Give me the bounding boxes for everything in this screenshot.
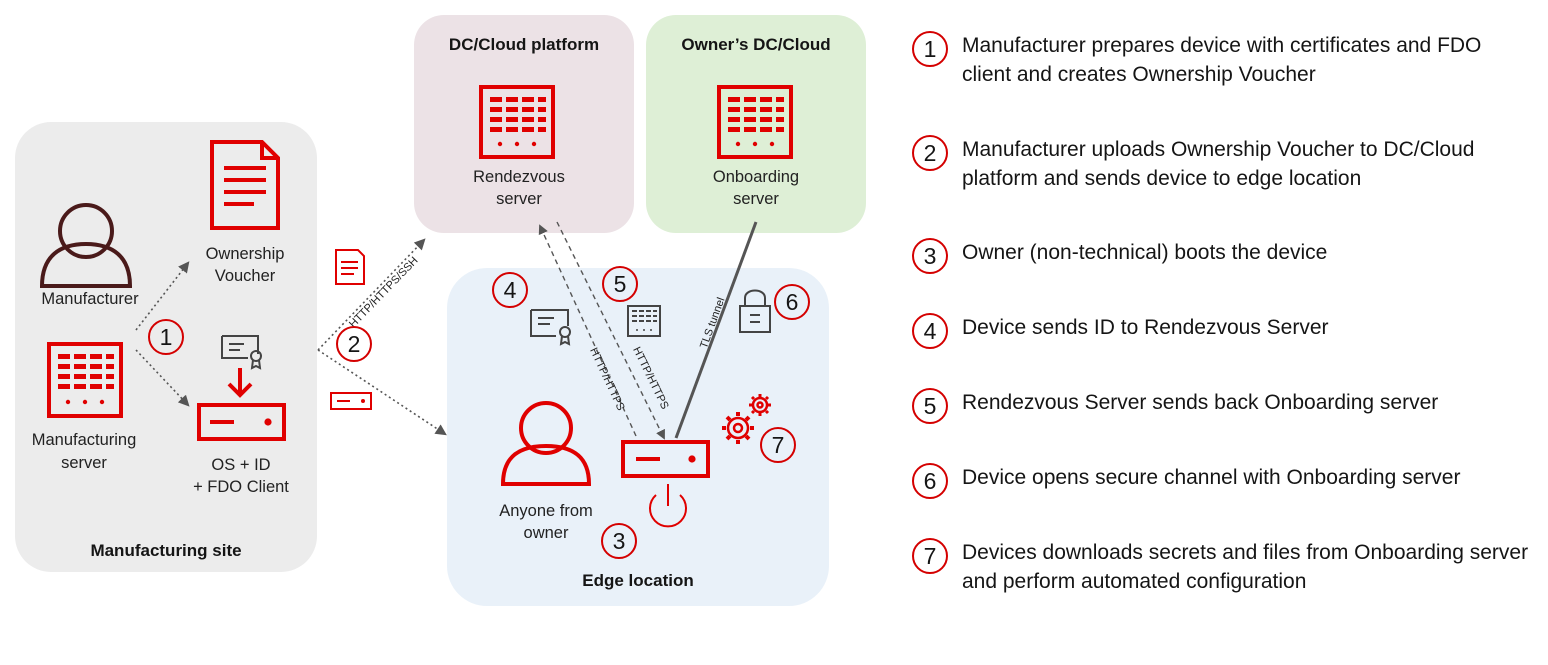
os-id-label-2: + FDO Client — [193, 478, 289, 496]
step-number-3: 3 — [912, 238, 948, 274]
os-id-label-1: OS + ID — [211, 456, 271, 474]
step-number-1: 1 — [912, 31, 948, 67]
rendezvous-server-label-1: Rendezvous — [473, 168, 565, 186]
step-number-4: 4 — [912, 313, 948, 349]
dc-cloud-title: DC/Cloud platform — [448, 35, 600, 54]
step-marker-7: 7 — [760, 427, 796, 463]
ownership-voucher-label-2: Voucher — [214, 267, 276, 285]
step-item-2: 2 Manufacturer uploads Ownership Voucher… — [912, 135, 1542, 193]
gears-icon — [722, 394, 771, 444]
step-item-3: 3 Owner (non-technical) boots the device — [912, 238, 1548, 274]
down-arrow-icon — [227, 368, 253, 398]
owners-dc-panel — [646, 15, 866, 233]
step-item-1: 1 Manufacturer prepares device with cert… — [912, 31, 1522, 89]
step-item-6: 6 Device opens secure channel with Onboa… — [912, 463, 1548, 499]
owners-dc-title: Owner’s DC/Cloud — [681, 35, 831, 54]
onboarding-server-icon — [717, 85, 793, 159]
edge-small-server-icon — [627, 305, 661, 337]
step-text-5: Rendezvous Server sends back Onboarding … — [962, 391, 1439, 414]
step-text-6: Device opens secure channel with Onboard… — [962, 466, 1461, 489]
step-marker-1: 1 — [148, 319, 184, 355]
lock-icon — [739, 289, 771, 333]
step-text-2: Manufacturer uploads Ownership Voucher t… — [962, 138, 1475, 190]
edge-location-title: Edge location — [582, 571, 694, 590]
step-number-6: 6 — [912, 463, 948, 499]
step-marker-2: 2 — [336, 326, 372, 362]
small-voucher-icon — [335, 249, 365, 285]
rendezvous-server-icon — [479, 85, 555, 159]
edge-device-icon — [621, 440, 710, 478]
small-device-icon — [330, 392, 372, 410]
manufacturing-server-icon — [47, 342, 123, 418]
step-marker-6: 6 — [774, 284, 810, 320]
power-icon — [649, 484, 687, 528]
manufacturer-person-icon — [39, 203, 133, 288]
step-text-1: Manufacturer prepares device with certif… — [962, 34, 1482, 86]
owner-person-icon — [500, 401, 592, 486]
dc-cloud-panel — [414, 15, 634, 233]
step-number-2: 2 — [912, 135, 948, 171]
step-text-4: Device sends ID to Rendezvous Server — [962, 316, 1329, 339]
manufacturing-server-label-2: server — [61, 454, 107, 472]
ownership-voucher-document-icon — [210, 140, 280, 230]
edge-certificate-icon — [530, 309, 571, 346]
step-text-7: Devices downloads secrets and files from… — [962, 541, 1529, 593]
step-item-7: 7 Devices downloads secrets and files fr… — [912, 538, 1542, 596]
step-marker-3: 3 — [601, 523, 637, 559]
onboarding-server-label-1: Onboarding — [712, 168, 800, 186]
step-marker-5: 5 — [602, 266, 638, 302]
os-device-icon — [197, 403, 286, 441]
step-number-7: 7 — [912, 538, 948, 574]
rendezvous-server-label-2: server — [496, 190, 542, 208]
anyone-from-owner-label-1: Anyone from — [499, 502, 593, 520]
manufacturing-server-label-1: Manufacturing — [31, 431, 137, 449]
step-number-5: 5 — [912, 388, 948, 424]
step-text-3: Owner (non-technical) boots the device — [962, 241, 1328, 264]
step-item-4: 4 Device sends ID to Rendezvous Server — [912, 313, 1548, 349]
ownership-voucher-label-1: Ownership — [205, 245, 285, 263]
step-item-5: 5 Rendezvous Server sends back Onboardin… — [912, 388, 1548, 424]
anyone-from-owner-label-2: owner — [523, 524, 569, 542]
step-marker-4: 4 — [492, 272, 528, 308]
manufacturer-label: Manufacturer — [41, 290, 139, 308]
certificate-icon — [221, 335, 262, 370]
onboarding-server-label-2: server — [733, 190, 779, 208]
manufacturing-site-title: Manufacturing site — [90, 541, 242, 560]
